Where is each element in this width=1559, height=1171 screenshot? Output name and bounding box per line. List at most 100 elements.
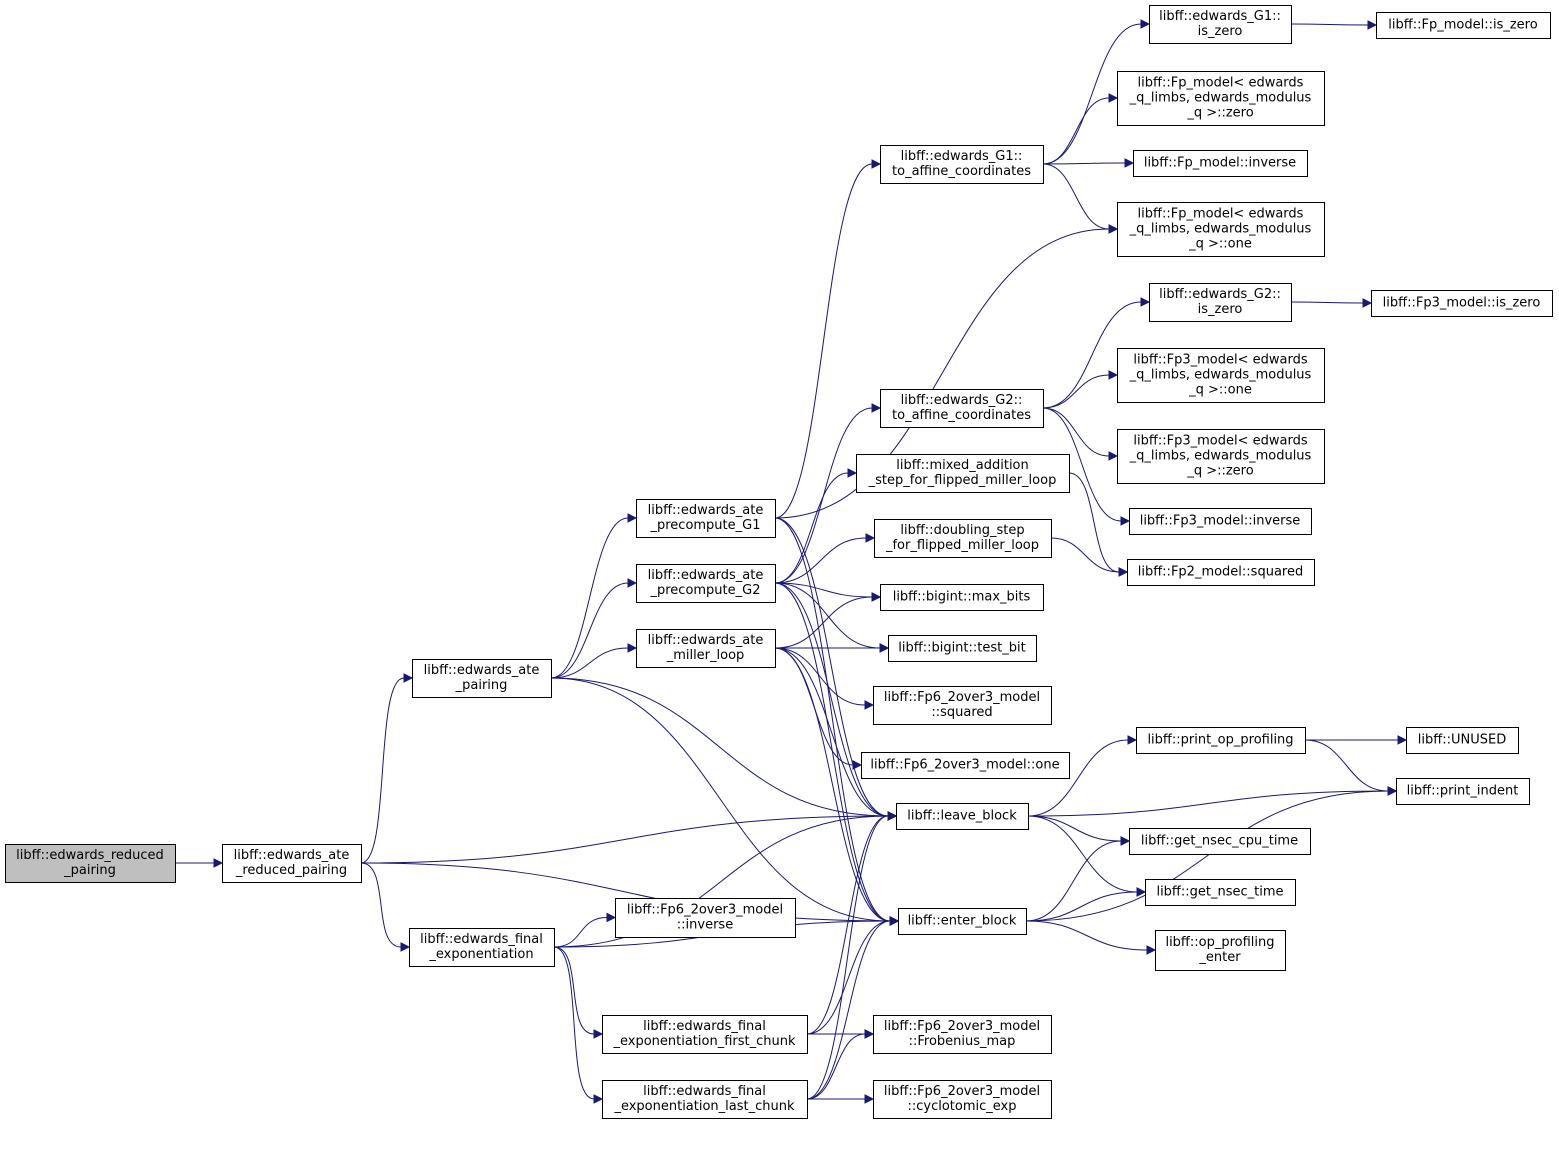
node-label-line: libff::Fp6_2over3_model [884, 690, 1040, 705]
function-node[interactable]: libff::Fp6_2over3_model::cyclotomic_exp [873, 1080, 1052, 1119]
edge-n12-to-n30 [1068, 472, 1129, 577]
function-node[interactable]: libff::Fp_model::inverse [1133, 150, 1308, 177]
node-label-line: libff::Fp_model< edwards [1138, 207, 1304, 222]
function-node[interactable]: libff::edwards_ate_precompute_G2 [636, 564, 776, 603]
edge-n3-to-n8 [553, 946, 604, 1039]
function-node[interactable]: libff::Fp3_model< edwards_q_limbs, edwar… [1117, 429, 1325, 484]
function-node[interactable]: libff::doubling_step_for_flipped_miller_… [874, 519, 1052, 558]
edge-n2-to-n19 [550, 677, 900, 926]
edge-n9-to-n19 [806, 916, 900, 1100]
node-label-line: _reduced_pairing [235, 863, 347, 878]
edge-n1-to-n3 [360, 862, 411, 952]
node-label-line: _q_limbs, edwards_modulus [1129, 368, 1312, 383]
node-label-line: _exponentiation [428, 947, 533, 962]
edge-n6-to-n17 [774, 647, 863, 770]
node-label-line: _q_limbs, edwards_modulus [1129, 449, 1312, 464]
function-node[interactable]: libff::get_nsec_cpu_time [1129, 828, 1311, 855]
node-label-line: libff::edwards_ate [648, 633, 764, 648]
node-label-line: _q >::zero [1186, 106, 1253, 121]
function-node[interactable]: libff::leave_block [896, 803, 1029, 830]
edge-n26-to-n36 [1290, 298, 1373, 308]
function-node[interactable]: libff::bigint::test_bit [888, 635, 1037, 662]
node-label-line: to_affine_coordinates [892, 408, 1031, 423]
node-label-line: libff::Fp_model< edwards [1138, 76, 1304, 91]
node-label-line: _step_for_flipped_miller_loop [868, 473, 1057, 488]
edge-n2-to-n5 [550, 578, 638, 679]
function-node[interactable]: libff::Fp6_2over3_model::inverse [615, 898, 796, 938]
edge-n10-to-n23 [1042, 93, 1119, 165]
node-label-line: libff::edwards_G1:: [901, 149, 1023, 164]
node-label-line: libff::edwards_G1:: [1159, 9, 1281, 24]
node-label-line: libff::print_indent [1407, 784, 1519, 799]
function-node[interactable]: libff::Fp_model::is_zero [1376, 12, 1551, 39]
node-label-line: libff::leave_block [907, 809, 1017, 824]
function-node[interactable]: libff::Fp6_2over3_model::squared [873, 686, 1052, 725]
function-node[interactable]: libff::bigint::max_bits [880, 584, 1044, 611]
node-label-line: ::Frobenius_map [909, 1034, 1016, 1049]
node-label-line: libff::edwards_final [643, 1084, 766, 1099]
node-label-line: libff::mixed_addition [896, 458, 1029, 473]
node-label-line: _q >::one [1188, 237, 1252, 252]
node-label-line: ::cyclotomic_exp [907, 1099, 1016, 1114]
node-label-line: _q >::zero [1186, 464, 1253, 479]
function-node[interactable]: libff::edwards_G2::is_zero [1149, 283, 1292, 322]
function-node[interactable]: libff::edwards_final_exponentiation_last… [602, 1080, 808, 1119]
node-label-line: is_zero [1198, 24, 1243, 39]
node-label-line: _miller_loop [666, 648, 745, 663]
function-node[interactable]: libff::Fp_model< edwards_q_limbs, edward… [1117, 71, 1325, 126]
function-node[interactable]: libff::get_nsec_time [1145, 879, 1296, 906]
node-label-line: libff::edwards_G2:: [1159, 287, 1281, 302]
edge-n19-to-n33 [1025, 887, 1147, 922]
node-label-line: _exponentiation_first_chunk [612, 1034, 795, 1049]
edge-n5-to-n12 [774, 468, 858, 584]
node-label-line: libff::print_op_profiling [1147, 733, 1293, 748]
function-node[interactable]: libff::edwards_final_exponentiation_firs… [602, 1015, 808, 1054]
node-label-line: _precompute_G1 [649, 518, 760, 533]
function-node[interactable]: libff::print_indent [1396, 778, 1530, 805]
function-node[interactable]: libff::edwards_ate_precompute_G1 [636, 499, 776, 538]
node-label-line: libff::op_profiling [1165, 935, 1274, 950]
function-node[interactable]: libff::Fp_model< edwards_q_limbs, edward… [1117, 202, 1325, 257]
function-node[interactable]: libff::edwards_final_exponentiation [409, 928, 555, 967]
node-label-line: libff::edwards_ate [648, 568, 764, 583]
function-node[interactable]: libff::Fp2_model::squared [1127, 559, 1315, 586]
function-node[interactable]: libff::edwards_G1::to_affine_coordinates [880, 145, 1044, 184]
node-label-line: _q_limbs, edwards_modulus [1129, 91, 1312, 106]
function-node[interactable]: libff::Fp6_2over3_model::one [861, 752, 1070, 779]
function-node[interactable]: libff::enter_block [898, 908, 1027, 935]
function-node[interactable]: libff::Fp6_2over3_model::Frobenius_map [873, 1015, 1052, 1054]
function-node[interactable]: libff::edwards_ate_pairing [412, 659, 552, 698]
root-node: libff::edwards_reduced_pairing [5, 844, 176, 883]
edge-n18-to-n38 [1027, 786, 1398, 817]
function-node[interactable]: libff::print_op_profiling [1136, 727, 1306, 754]
function-node[interactable]: libff::op_profiling_enter [1155, 930, 1286, 971]
node-label-line: libff::Fp3_model< edwards [1133, 434, 1307, 449]
edge-n31-to-n38 [1304, 739, 1398, 796]
node-label-line: libff::get_nsec_cpu_time [1141, 834, 1298, 849]
function-node[interactable]: libff::edwards_ate_miller_loop [636, 629, 776, 668]
edge-n3-to-n7 [553, 912, 617, 948]
edge-n5-to-n13 [774, 533, 876, 584]
function-node[interactable]: libff::Fp3_model::is_zero [1371, 290, 1553, 317]
function-node[interactable]: libff::edwards_G2::to_affine_coordinates [880, 389, 1044, 428]
edge-n11-to-n28 [1042, 407, 1119, 461]
edge-n2-to-n4 [550, 513, 638, 679]
node-label-line: libff::edwards_reduced [16, 848, 164, 863]
edge-n18-to-n31 [1027, 735, 1138, 817]
function-node[interactable]: libff::Fp3_model< edwards_q_limbs, edwar… [1117, 348, 1325, 403]
edge-n9-to-n20 [806, 1029, 875, 1100]
function-node[interactable]: libff::UNUSED [1406, 727, 1519, 754]
function-node[interactable]: libff::Fp3_model::inverse [1129, 508, 1312, 535]
node-label-line: is_zero [1198, 302, 1243, 317]
function-node[interactable]: libff::edwards_G1::is_zero [1149, 5, 1292, 44]
node-label-line: _q_limbs, edwards_modulus [1129, 222, 1312, 237]
nodes-layer: libff::edwards_reduced_pairinglibff::edw… [5, 5, 1553, 1119]
function-node[interactable]: libff::mixed_addition_step_for_flipped_m… [856, 454, 1070, 493]
node-label-line: libff::Fp_model::is_zero [1388, 18, 1537, 33]
edge-n10-to-n24 [1042, 158, 1135, 168]
edge-n5-to-n15 [774, 582, 890, 653]
node-label-line: libff::Fp6_2over3_model::one [870, 758, 1059, 773]
node-label-line: libff::edwards_ate [234, 848, 350, 863]
node-label-line: libff::enter_block [908, 914, 1017, 929]
function-node[interactable]: libff::edwards_ate_reduced_pairing [222, 844, 362, 883]
